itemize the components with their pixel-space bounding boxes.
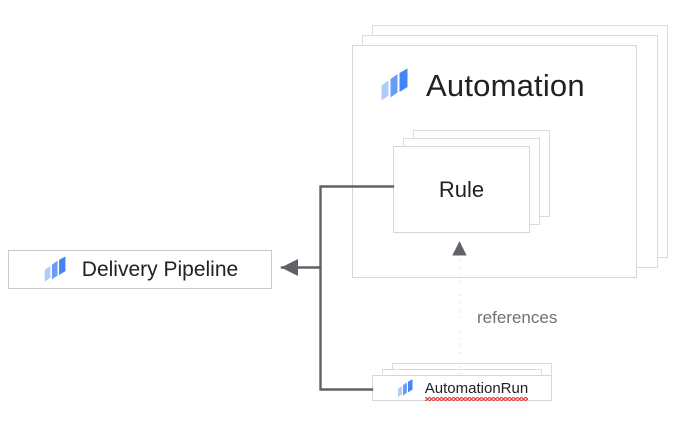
delivery-pipeline-node[interactable]: Delivery Pipeline bbox=[8, 250, 272, 289]
rule-card-front[interactable]: Rule bbox=[393, 146, 530, 233]
edge-label-references: references bbox=[477, 308, 558, 327]
automation-title-text: Automation bbox=[426, 67, 585, 103]
automationrun-card-front[interactable]: AutomationRun bbox=[372, 375, 552, 401]
google-cloud-deploy-icon bbox=[396, 378, 415, 398]
automationrun-label: AutomationRun bbox=[424, 381, 529, 401]
automation-group-title: Automation bbox=[378, 64, 585, 106]
spellcheck-underline bbox=[424, 396, 529, 401]
delivery-pipeline-label: Delivery Pipeline bbox=[81, 258, 239, 281]
google-cloud-deploy-icon bbox=[42, 256, 69, 283]
google-cloud-deploy-icon bbox=[378, 68, 412, 102]
rule-title-text: Rule bbox=[438, 176, 485, 202]
edge-automationrun-to-delivery-pipeline bbox=[319, 266, 374, 391]
